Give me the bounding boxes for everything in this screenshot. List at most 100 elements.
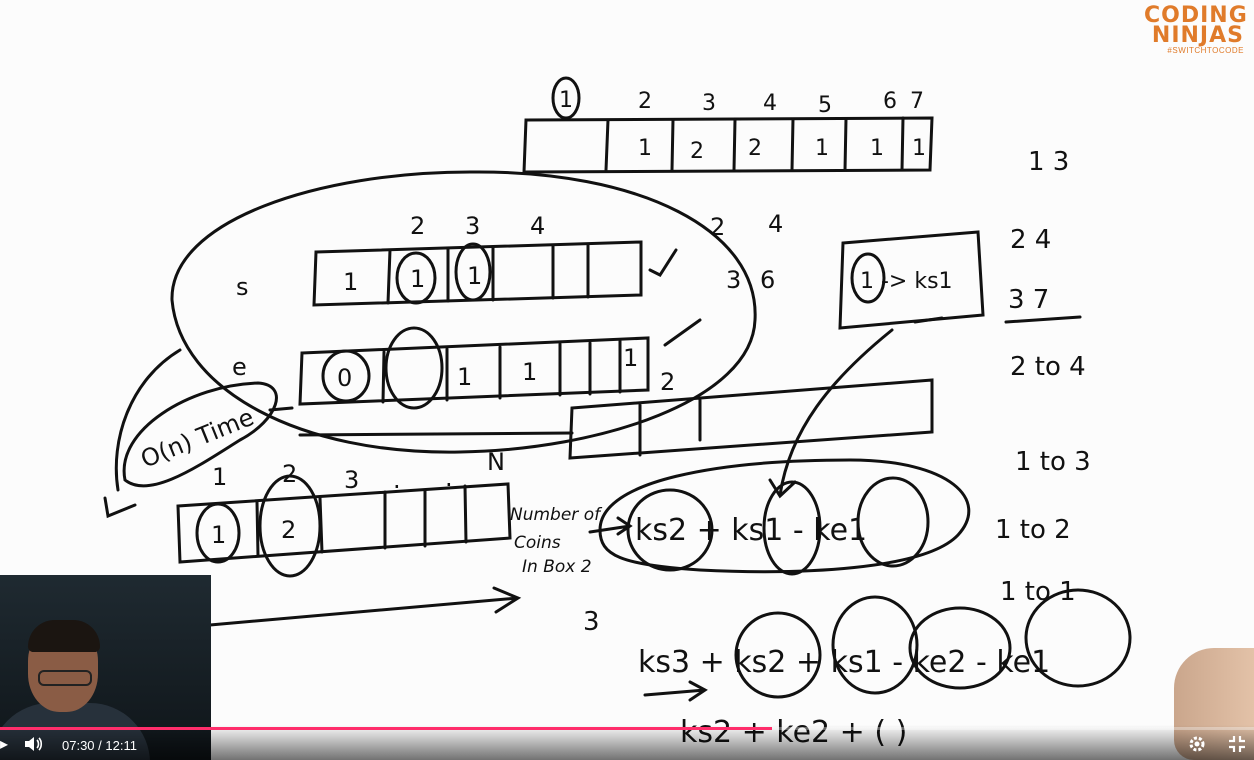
player-controls: ▸ 07:30 / 12:11 — [0, 725, 1254, 760]
exit-fullscreen-icon[interactable] — [1228, 735, 1246, 759]
bottom-index: 3 — [344, 466, 359, 494]
top-value: 2 — [690, 139, 704, 164]
mid-number: 3 — [726, 266, 741, 294]
e-cell-circle — [321, 349, 371, 403]
three-label: 3 — [583, 607, 600, 637]
term-circle — [856, 476, 930, 568]
check-mark — [648, 248, 678, 277]
term-circle — [762, 480, 822, 576]
top-array-dividers — [604, 116, 905, 172]
time-separator: / — [98, 738, 102, 753]
complexity-label: O(n) Time — [137, 403, 258, 474]
coding-ninjas-logo: CODING NINJAS #SWITCHTOCODE — [1144, 3, 1248, 56]
s-array: s 2 3 4 1 1 1 — [236, 212, 678, 307]
e-value: 1 — [623, 344, 638, 372]
bottom-value: 2 — [281, 516, 296, 544]
s-index: 3 — [465, 212, 480, 240]
right-pair: 1 to 3 — [1015, 447, 1091, 477]
coins-arrow — [588, 516, 633, 536]
bottom-array-outline — [176, 482, 512, 564]
e-array: e 0 1 1 1 — [232, 326, 650, 410]
underline-stroke — [268, 406, 574, 437]
bottom-index: 1 — [212, 463, 227, 491]
complexity-ellipse — [122, 381, 278, 488]
gear-icon[interactable] — [1188, 735, 1206, 759]
top-index: 2 — [638, 89, 652, 114]
coins-note: Coins — [514, 533, 561, 553]
s-value: 1 — [410, 265, 425, 293]
term-circle — [831, 595, 919, 695]
bottom-value: 1 — [211, 521, 226, 549]
underline-arrow — [643, 680, 708, 702]
long-arrow — [208, 586, 522, 627]
top-value: 1 — [638, 136, 652, 161]
s-label: s — [236, 273, 249, 301]
bottom-index: . — [445, 464, 453, 492]
term-circle — [1024, 588, 1132, 688]
presenter-hair — [28, 620, 100, 652]
s-value: 1 — [467, 262, 482, 290]
top-index: 5 — [818, 93, 832, 118]
coins-note: Number of — [510, 505, 603, 525]
bottom-array: 1 2 3 . . N 1 2 — [176, 448, 512, 578]
top-index: 3 — [702, 91, 716, 116]
top-array: 1 2 3 4 5 6 7 1 2 2 1 1 1 — [522, 76, 934, 174]
top-value: 2 — [748, 136, 762, 161]
current-time: 07:30 — [62, 738, 95, 753]
grouping-ellipse — [170, 170, 757, 454]
right-pair: 2 4 — [1010, 225, 1051, 255]
mid-number: 2 — [660, 368, 675, 396]
top-value: 1 — [870, 136, 884, 161]
term-circle — [908, 606, 1012, 690]
top-array-outline — [522, 116, 934, 174]
bottom-index: 2 — [282, 460, 297, 488]
s-index: 2 — [410, 212, 425, 240]
top-value: 1 — [912, 136, 926, 161]
term-circle — [734, 611, 822, 699]
formula-2: ks3 + ks2 + ks1 - ke2 - ke1 — [638, 645, 1050, 680]
time-display: 07:30 / 12:11 — [62, 738, 137, 753]
s-cell-circle — [454, 242, 492, 302]
dash-stroke — [663, 318, 702, 347]
play-icon[interactable]: ▸ — [0, 736, 9, 753]
top-index: 7 — [910, 89, 924, 114]
top-value: 1 — [815, 136, 829, 161]
right-pair: 1 3 — [1028, 147, 1069, 177]
hand-stroke — [103, 348, 182, 519]
right-pair: 3 7 — [1008, 285, 1049, 315]
index-circle — [551, 76, 581, 120]
formula-box — [838, 230, 985, 330]
progress-bar[interactable] — [0, 727, 1254, 730]
top-index: 1 — [559, 88, 573, 113]
coins-note: In Box 2 — [522, 557, 592, 577]
progress-fill — [0, 727, 773, 730]
s-cell-circle — [395, 251, 437, 305]
right-pair: 2 to 4 — [1010, 352, 1086, 382]
right-underline — [1004, 315, 1082, 324]
s-array-outline — [312, 240, 643, 307]
box-circle — [850, 252, 886, 304]
e-value: 0 — [337, 364, 352, 392]
curve-arrow — [768, 316, 944, 499]
top-index: 6 — [883, 89, 897, 114]
bottom-index: N — [487, 448, 505, 476]
right-pair: 1 to 2 — [995, 515, 1071, 545]
e-value: 1 — [522, 358, 537, 386]
e-array-outline — [298, 336, 650, 406]
bottom-cell-circle — [258, 474, 322, 578]
s-index: 4 — [530, 212, 545, 240]
top-index: 4 — [763, 91, 777, 116]
logo-text: CODING NINJAS — [1144, 3, 1248, 48]
mid-number: 4 — [768, 210, 783, 238]
box-formula: 1 -> ks1 — [860, 269, 953, 294]
mid-number: 6 — [760, 266, 775, 294]
bottom-cell-circle — [195, 502, 241, 564]
formula-ellipse — [598, 458, 971, 574]
formula-1: ks2 + ks1 - ke1 — [635, 513, 867, 548]
duration: 12:11 — [105, 738, 137, 753]
bottom-index: . — [393, 466, 401, 494]
presenter-glasses — [38, 670, 92, 686]
volume-icon[interactable] — [24, 735, 44, 759]
